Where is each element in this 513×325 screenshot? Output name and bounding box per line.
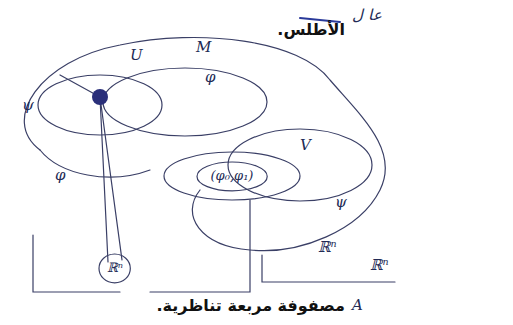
node-text: (φ₀,φ₁) — [211, 169, 254, 182]
chart-domain — [103, 68, 267, 136]
chart-domain — [228, 129, 372, 201]
space-label: ℝⁿ — [370, 258, 389, 273]
chart-map-line — [100, 97, 122, 260]
map-label: φ — [205, 70, 216, 85]
chart-domain — [164, 152, 300, 200]
bracket — [262, 255, 395, 282]
set-label: V — [300, 138, 311, 153]
map-label: ψ — [335, 195, 347, 210]
set-ellipse: ℝⁿ — [98, 253, 131, 284]
chart-map-line — [100, 97, 108, 262]
map-label: ψ — [22, 98, 34, 113]
set-ellipse: (φ₀,φ₁) — [196, 161, 268, 192]
manifold-name: M — [196, 40, 211, 55]
matrix-symbol: A — [352, 298, 363, 313]
space-label: ℝⁿ — [318, 240, 337, 255]
heading-text: الأطلس. — [277, 22, 345, 38]
manifold-outline — [24, 38, 385, 251]
bracket — [150, 200, 250, 292]
set-label: U — [130, 48, 143, 63]
handwritten-note: عا ل — [352, 8, 382, 23]
node-text: ℝⁿ — [107, 261, 123, 274]
map-label: φ — [55, 168, 66, 183]
chart-domain — [38, 75, 162, 135]
sentence-text: مصفوفة مربعة تناظرية. — [157, 298, 346, 314]
point-p — [92, 89, 108, 105]
